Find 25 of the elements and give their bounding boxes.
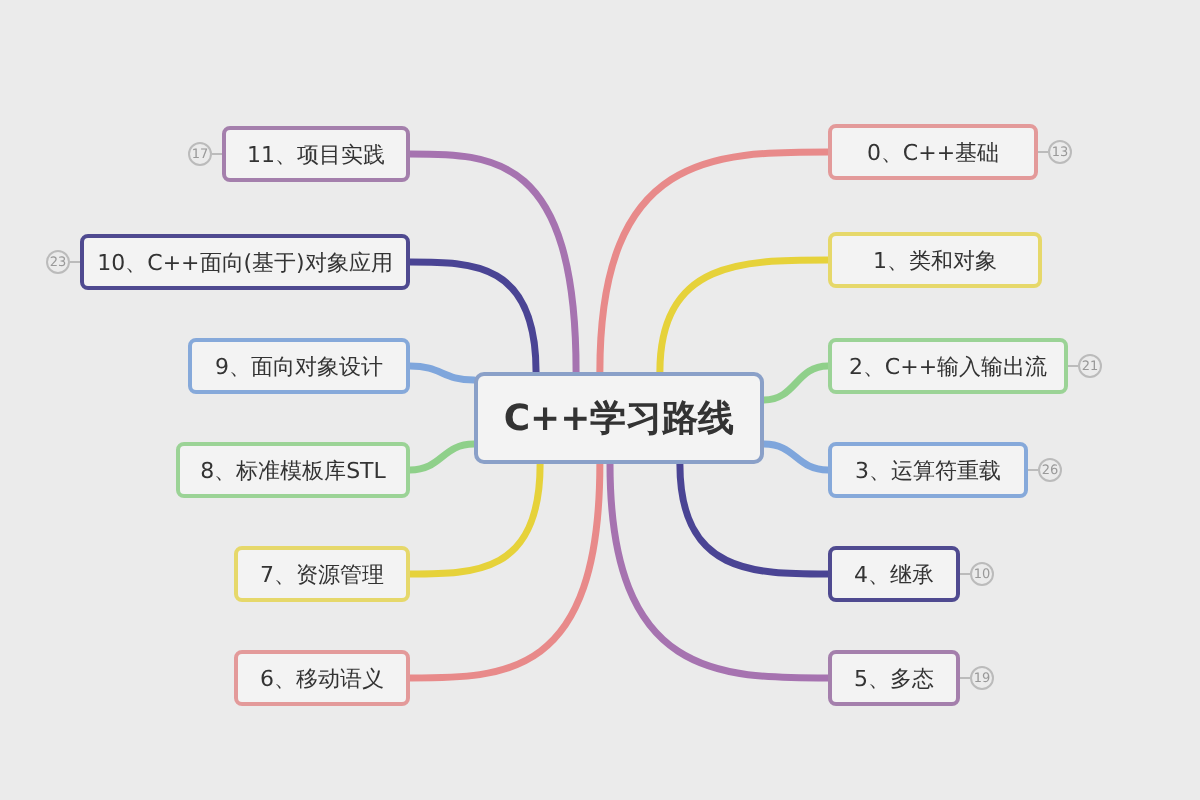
- branch-line: [596, 148, 832, 376]
- topic-box: 11、项目实践: [222, 126, 410, 182]
- topic-box: 0、C++基础: [828, 124, 1038, 180]
- branch-line: [406, 460, 544, 578]
- topic-box: 6、移动语义: [234, 650, 410, 706]
- topic-box: 10、C++面向(基于)对象应用: [80, 234, 410, 290]
- topic-box: 4、继承: [828, 546, 960, 602]
- topic-box: 1、类和对象: [828, 232, 1042, 288]
- branch-line: [406, 362, 478, 384]
- topic-box: 3、运算符重载: [828, 442, 1028, 498]
- topic-box: 5、多态: [828, 650, 960, 706]
- branch-line: [606, 460, 832, 682]
- branch-line: [760, 362, 832, 404]
- branch-line: [406, 460, 604, 682]
- branch-line: [406, 258, 540, 376]
- topic-box: 2、C++输入输出流: [828, 338, 1068, 394]
- branch-line: [406, 150, 580, 376]
- branch-line: [656, 256, 832, 376]
- topic-box: 7、资源管理: [234, 546, 410, 602]
- central-topic: C++学习路线: [474, 372, 764, 464]
- topic-box: 8、标准模板库STL: [176, 442, 410, 498]
- branch-line: [676, 460, 832, 578]
- branch-line: [406, 440, 478, 474]
- topic-box: 9、面向对象设计: [188, 338, 410, 394]
- branch-line: [760, 440, 832, 474]
